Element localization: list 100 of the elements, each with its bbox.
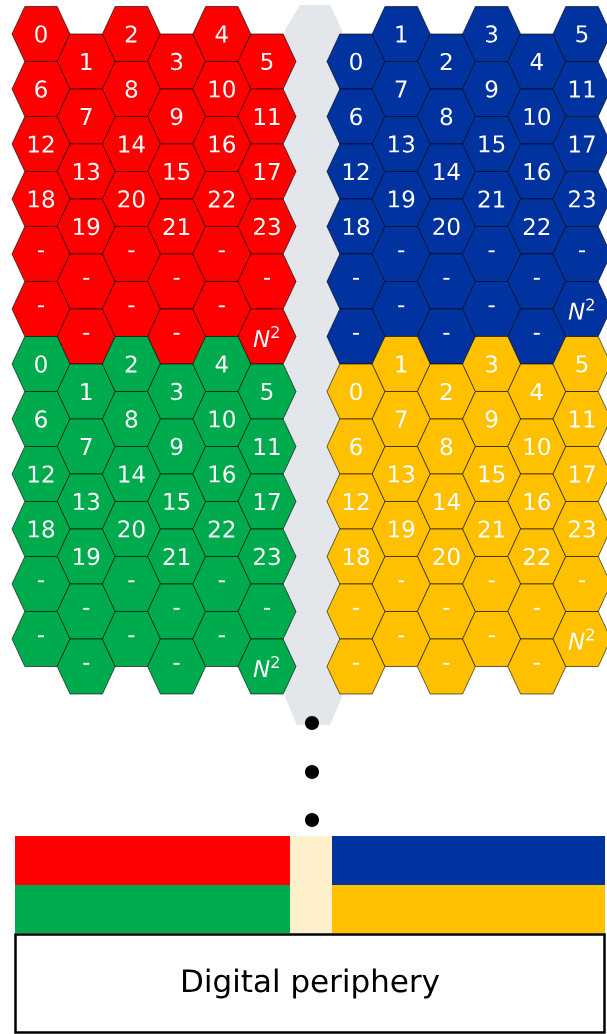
hex-cell: 6 [326,418,386,475]
hex-cell: 4 [507,363,567,420]
hex-cell: 14 [417,473,476,530]
hex-cell: 14 [102,116,161,172]
hex-cell: 20 [102,171,161,227]
hex-cell: 0 [11,6,71,62]
hex-cell: 18 [11,501,71,557]
hex-cell: 8 [102,391,161,447]
hex-cell: 6 [11,61,71,117]
hex-cell: 10 [507,88,567,145]
hex-cell: 4 [507,33,567,90]
hex-cell: - [507,253,567,310]
hex-cell: N$^{2}$ [237,638,297,695]
hex-cell: 10 [507,418,567,475]
hex-cell: 0 [11,336,71,392]
hex-cell: 17 [552,446,607,502]
hex-cell: 13 [56,473,116,530]
hex-cell: 9 [147,418,206,475]
hex-cell: 17 [237,473,297,530]
hex-cell: - [417,253,476,310]
hex-cell: 20 [417,528,476,585]
hex-cell: 5 [237,33,297,90]
hex-cell: 12 [326,143,386,200]
hex-cell: - [192,226,252,282]
hex-cell: 3 [462,6,521,62]
hex-cell: - [192,556,252,612]
hex-cell: 13 [371,446,431,502]
gap-bar [290,836,332,933]
hex-cell: - [11,611,71,667]
hex-cell: 12 [326,473,386,530]
hex-cell: - [371,611,431,667]
hex-cell: - [326,253,386,310]
hex-cell: - [507,583,567,640]
hex-cell: 10 [192,391,252,447]
hex-cell: 12 [11,116,71,172]
hex-cell: 15 [462,446,521,502]
node-label: - [578,580,586,583]
hex-cell: - [147,638,206,695]
hex-cell: 4 [192,6,252,62]
node-label: 17 [569,135,595,153]
hex-cell: 3 [147,33,206,90]
hex-cell: - [102,281,161,337]
hex-cell: 8 [102,61,161,117]
hex-cell: - [552,226,607,282]
hex-cell: - [56,308,116,365]
hex-cell: 7 [56,418,116,475]
hex-cell: 9 [147,88,206,145]
hex-cell: - [237,583,297,640]
hex-cell: - [371,226,431,282]
hex-cell: 2 [417,363,476,420]
hex-cell: - [56,253,116,310]
hex-cell: 2 [417,33,476,90]
hex-cell: - [462,281,521,337]
hex-cell: 6 [326,88,386,145]
hex-cell: - [371,281,431,337]
hex-cell: 22 [507,528,567,585]
hex-cell: 2 [102,336,161,392]
hex-cell: - [147,253,206,310]
hex-cell: 15 [147,473,206,530]
node-label: 11 [569,80,595,98]
hex-cell: 22 [507,198,567,255]
hex-cell: - [102,226,161,282]
hex-cell: 0 [326,33,386,90]
hex-cell: - [326,638,386,695]
hex-cell: 16 [192,116,252,172]
hex-cell: 1 [371,6,431,62]
hex-cell: 9 [462,61,521,117]
hex-cell: 15 [147,143,206,200]
hex-cell: 20 [417,198,476,255]
hex-cell: 19 [56,528,116,585]
hex-cell: - [462,226,521,282]
hex-cell: - [11,556,71,612]
hex-cell: 5 [552,6,607,62]
hex-cell: 12 [11,446,71,502]
hex-cell: 23 [552,501,607,557]
hex-cell: 15 [462,116,521,172]
quadrant-bar [332,885,605,933]
hex-cell: 5 [237,363,297,420]
hex-cell: - [417,583,476,640]
hex-cell: 21 [462,501,521,557]
hex-cell: - [56,638,116,695]
hex-cell: 16 [507,473,567,530]
hex-cell: 14 [102,446,161,502]
node-label: N$^{2}$ [568,628,594,650]
node-label: - [578,250,586,253]
hex-cell: 19 [56,198,116,255]
hex-cell: 22 [192,501,252,557]
periphery-box: Digital periphery [14,933,606,1034]
hex-cell: 19 [371,501,431,557]
hex-cell: - [11,226,71,282]
hex-cell: - [147,583,206,640]
node-label: 23 [569,190,595,208]
hex-cell: - [552,556,607,612]
hex-cell: 1 [56,363,116,420]
hex-cell: 16 [192,446,252,502]
node-label: 5 [576,355,588,373]
hex-cell: - [102,611,161,667]
hex-cell: - [417,308,476,365]
hex-cell: 20 [102,501,161,557]
hex-cell: - [371,556,431,612]
